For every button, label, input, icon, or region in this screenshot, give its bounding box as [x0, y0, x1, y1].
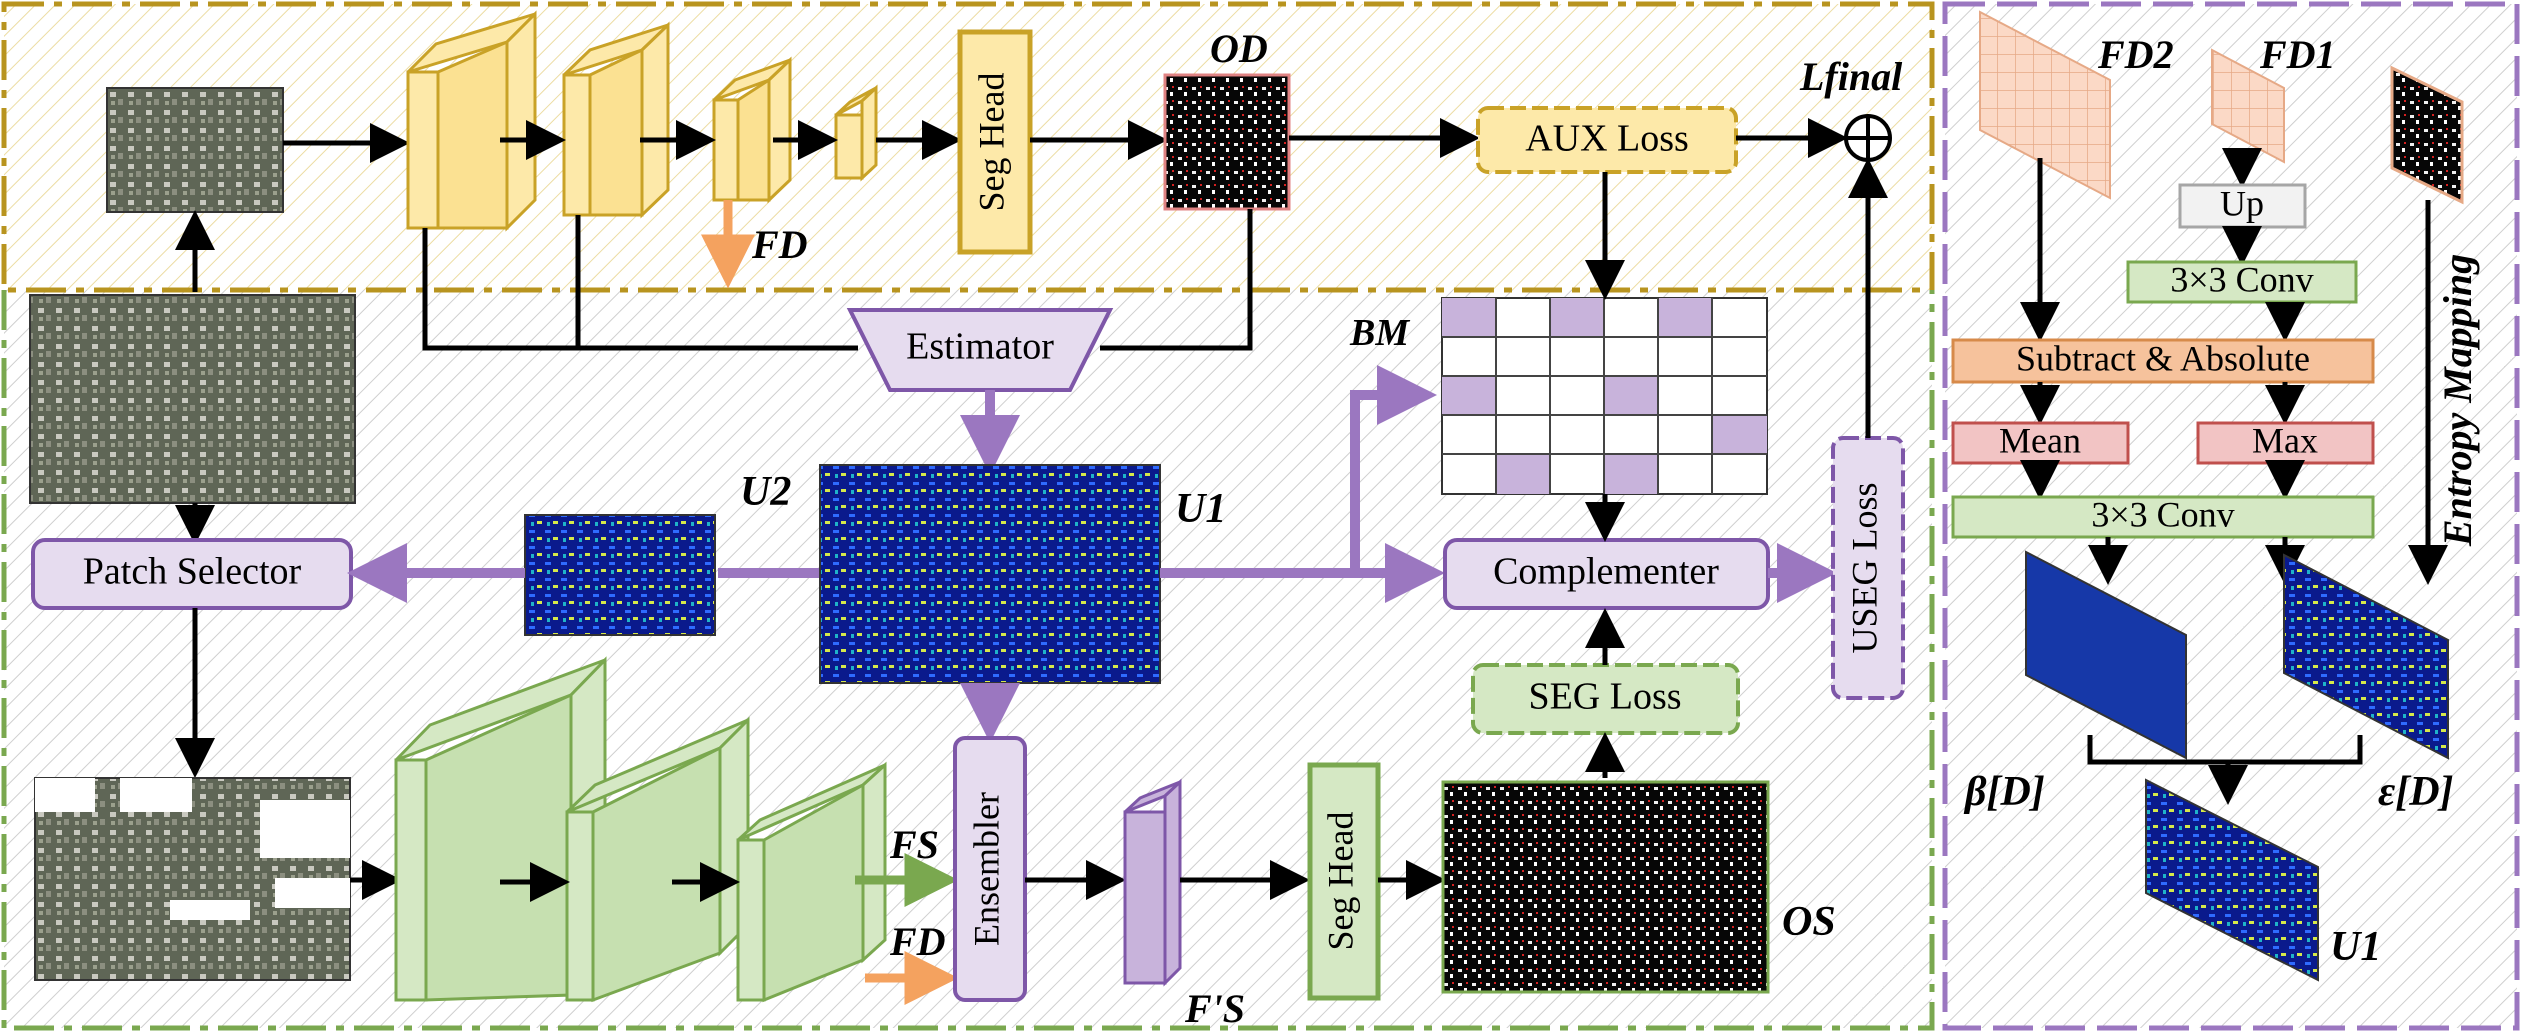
useg-loss-label: USEG Loss	[1844, 482, 1884, 653]
fd-top-label: FD	[751, 222, 808, 267]
line-od-estimator	[1100, 209, 1253, 351]
od-mask-small	[2390, 65, 2464, 205]
fd-bottom-label: FD	[889, 919, 946, 964]
up-box[interactable]	[2178, 183, 2307, 229]
up-label: Up	[2220, 183, 2264, 223]
os-label: OS	[1782, 899, 1836, 945]
conv-bottom-box[interactable]	[1951, 495, 2375, 539]
complementer-label: Complementer	[1493, 551, 1719, 593]
fs-label: FS	[889, 822, 939, 867]
aux-loss-label: AUX Loss	[1525, 118, 1689, 160]
student-branch-border	[1, 290, 1935, 1031]
fd2-feature-grid	[1979, 10, 2111, 200]
entropy-mapping-label: Entropy Mapping	[2435, 254, 2480, 547]
subtract-absolute-label: Subtract & Absolute	[2016, 338, 2310, 378]
epsilon-map	[2283, 553, 2449, 760]
os-mask	[1441, 780, 1770, 994]
beta-map	[2025, 550, 2187, 760]
fd2-label: FD2	[2097, 32, 2174, 77]
input-image-top	[106, 87, 284, 213]
estimator-box[interactable]	[846, 308, 1114, 392]
estimator-label: Estimator	[906, 326, 1054, 368]
student-encoder-blocks	[394, 656, 887, 1003]
od-label: OD	[1210, 26, 1268, 71]
mean-label: Mean	[1999, 420, 2081, 460]
max-label: Max	[2252, 420, 2318, 460]
u2-heatmap	[524, 514, 716, 636]
patch-selector-label: Patch Selector	[83, 551, 302, 593]
epsilon-label: ε[D]	[2378, 769, 2454, 815]
conv-top-box[interactable]	[2126, 260, 2358, 304]
conv-top-label: 3×3 Conv	[2170, 259, 2313, 299]
entropy-mapping-border	[1942, 1, 2520, 1031]
max-box[interactable]	[2196, 421, 2375, 465]
input-image-large	[29, 294, 356, 504]
ensembler-box[interactable]	[953, 736, 1027, 1002]
seg-head-bottom[interactable]	[1307, 762, 1381, 1001]
od-mask	[1163, 73, 1291, 211]
beta-label: β[D]	[1963, 769, 2045, 815]
teacher-encoder-blocks	[406, 10, 878, 232]
lfinal-label: Lfinal	[1799, 54, 1903, 99]
u1-label: U1	[1175, 486, 1226, 532]
u1-heatmap	[819, 464, 1161, 684]
fs-prime-block	[1123, 778, 1182, 987]
u2-label: U2	[740, 469, 791, 515]
subtract-absolute-box[interactable]	[1951, 338, 2375, 384]
conv-bottom-label: 3×3 Conv	[2091, 494, 2234, 534]
seg-head-top-label: Seg Head	[971, 73, 1011, 212]
masked-patches	[35, 778, 350, 920]
u1-final-map	[2145, 778, 2319, 982]
teacher-branch-border	[1, 1, 1935, 293]
fd1-feature-grid	[2211, 48, 2285, 164]
arrow-u1-bm	[1350, 365, 1437, 573]
line-to-estimator	[422, 228, 858, 351]
fs-prime-label: F'S	[1184, 986, 1245, 1031]
bm-grid	[1441, 297, 1768, 495]
bm-label: BM	[1349, 312, 1410, 354]
u1-final-label: U1	[2330, 924, 2381, 970]
seg-loss-label: SEG Loss	[1528, 676, 1681, 718]
fd1-label: FD1	[2259, 32, 2336, 77]
merge-lines	[2087, 735, 2363, 765]
seg-head-bottom-label: Seg Head	[1320, 812, 1360, 951]
ensembler-label: Ensembler	[966, 792, 1006, 946]
